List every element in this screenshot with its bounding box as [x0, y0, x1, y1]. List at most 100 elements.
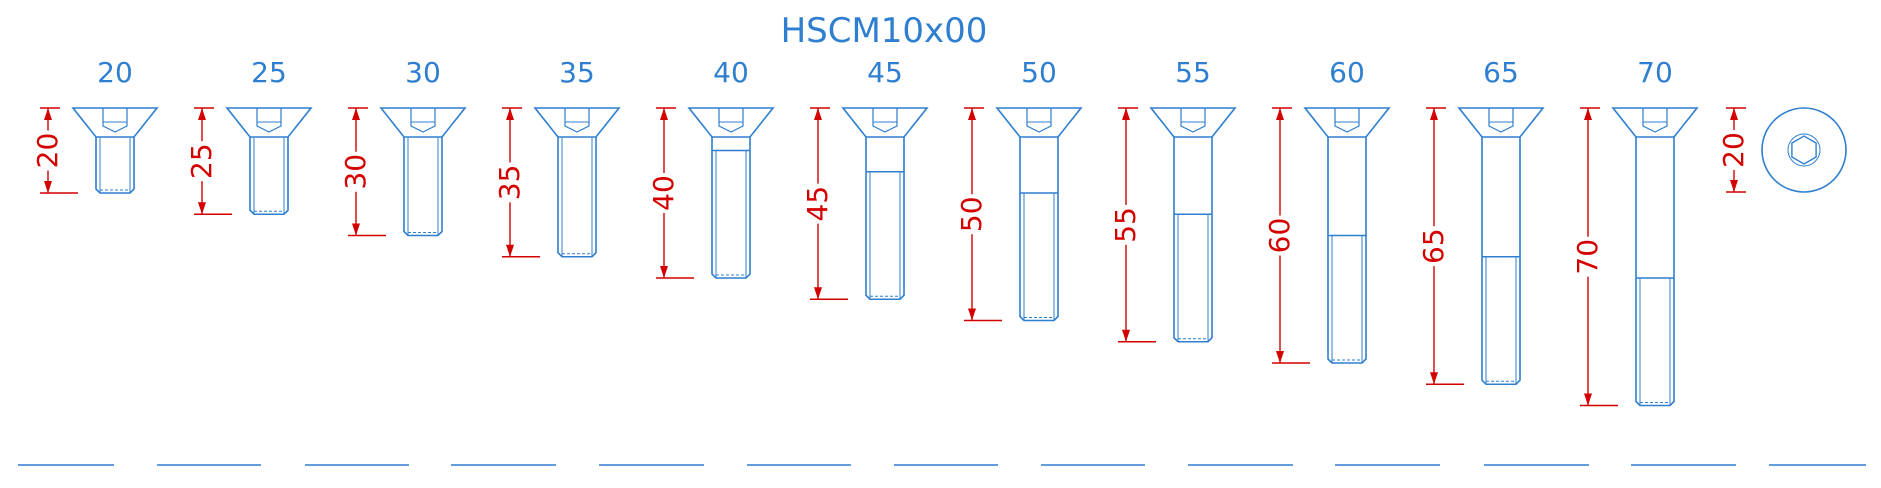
screw-50: 50 50 — [955, 56, 1083, 322]
dimension-arrow-icon — [1584, 393, 1592, 406]
screw-length-label: 25 — [251, 56, 287, 89]
dimension-30: 30 — [339, 107, 386, 237]
dimension-arrow-icon — [1584, 108, 1592, 120]
dimension-35: 35 — [493, 107, 540, 258]
dimension-label: 60 — [1263, 218, 1296, 254]
screw-length-label: 35 — [559, 56, 595, 89]
screw-shank — [1327, 137, 1367, 364]
screw-35: 35 35 — [493, 56, 621, 258]
screw-shank — [95, 137, 135, 194]
screw-65: 65 65 — [1417, 56, 1545, 386]
dimension-50: 50 — [955, 107, 1002, 322]
screw-shank — [249, 137, 289, 216]
dimension-55: 55 — [1109, 107, 1156, 343]
dimension-label: 35 — [493, 165, 526, 201]
screw-30: 30 30 — [339, 56, 467, 237]
dimension-label: 40 — [647, 175, 680, 211]
dimension-text-gap — [344, 151, 368, 192]
dimension-label: 45 — [801, 186, 834, 222]
dimension-45: 45 — [801, 107, 848, 300]
dimension-label: 25 — [185, 143, 218, 179]
screw-shank — [1019, 137, 1059, 322]
screw-length-label: 55 — [1175, 56, 1211, 89]
dimension-arrow-icon — [506, 244, 514, 257]
screw-shank — [403, 137, 443, 237]
hex-socket-icon — [1791, 135, 1817, 165]
dimension-arrow-icon — [1122, 329, 1130, 342]
dimension-arrow-icon — [352, 223, 360, 236]
dimension-arrow-icon — [1430, 108, 1438, 120]
hex-socket — [1334, 108, 1360, 133]
dimension-40: 40 — [647, 107, 694, 279]
screw-length-label: 70 — [1637, 56, 1673, 89]
screw-shank — [1173, 137, 1213, 343]
screw-length-label: 45 — [867, 56, 903, 89]
screw-55: 55 55 — [1109, 56, 1237, 343]
dimension-arrow-icon — [1122, 108, 1130, 120]
dimension-arrow-icon — [198, 108, 206, 120]
dimension-arrow-icon — [660, 108, 668, 120]
head-dimension: 20 — [1717, 107, 1750, 193]
socket-circle — [1787, 133, 1821, 167]
hex-socket — [1488, 108, 1514, 133]
dimension-label: 70 — [1571, 239, 1604, 275]
hex-socket — [1026, 108, 1052, 133]
dimension-60: 60 — [1263, 107, 1310, 364]
dimension-arrow-icon — [968, 308, 976, 321]
dimension-text-gap — [498, 162, 522, 203]
dimension-70: 70 — [1571, 107, 1618, 407]
screw-length-label: 65 — [1483, 56, 1519, 89]
screw-shank — [865, 137, 905, 301]
dimension-arrow-icon — [1276, 351, 1284, 363]
hex-socket — [872, 108, 898, 133]
dimension-arrow-icon — [352, 108, 360, 120]
screw-length-label: 60 — [1329, 56, 1365, 89]
dimension-text-gap — [1422, 226, 1446, 267]
screw-shank — [557, 137, 597, 258]
hex-socket — [1642, 108, 1668, 133]
screw-shank — [1481, 137, 1521, 386]
dimension-arrow-icon — [198, 202, 206, 215]
screw-length-label: 30 — [405, 56, 441, 89]
dimension-label: 30 — [339, 154, 372, 190]
hex-socket — [410, 108, 436, 133]
dimension-20: 20 — [31, 107, 78, 194]
dimension-arrow-icon — [1730, 108, 1738, 120]
dimension-label: 50 — [955, 196, 988, 232]
screw-60: 60 60 — [1263, 56, 1391, 364]
hex-socket — [102, 108, 128, 133]
screw-70: 70 70 — [1571, 56, 1699, 407]
screw-length-label: 40 — [713, 56, 749, 89]
head-outline-circle — [1761, 107, 1847, 193]
hex-socket — [256, 108, 282, 133]
head-top-view: 20 — [1717, 107, 1847, 193]
dimension-arrow-icon — [1276, 108, 1284, 120]
hex-socket — [1180, 108, 1206, 133]
dimension-text-gap — [960, 194, 984, 235]
dimension-label: 65 — [1417, 228, 1450, 264]
screw-length-label: 50 — [1021, 56, 1057, 89]
dimension-text-gap — [36, 130, 60, 171]
dimension-text-gap — [1722, 130, 1746, 170]
dimension-text-gap — [1576, 236, 1600, 277]
hex-socket — [718, 108, 744, 133]
dimension-text-gap — [652, 173, 676, 213]
dimension-arrow-icon — [814, 287, 822, 300]
dimension-arrow-icon — [1730, 180, 1738, 192]
dimension-label: 55 — [1109, 207, 1142, 243]
drawing-title: HSCM10x00 — [781, 11, 988, 51]
dimension-text-gap — [1114, 204, 1138, 245]
dimension-arrow-icon — [814, 108, 822, 120]
hex-socket — [564, 108, 590, 133]
dimension-65: 65 — [1417, 107, 1464, 385]
screw-length-label: 20 — [97, 56, 133, 89]
dimension-arrow-icon — [660, 266, 668, 278]
dimension-arrow-icon — [968, 108, 976, 120]
dimension-text-gap — [190, 141, 214, 182]
screw-40: 40 40 — [647, 56, 775, 279]
dimension-arrow-icon — [506, 108, 514, 120]
dimension-25: 25 — [185, 107, 232, 215]
dimension-text-gap — [1268, 215, 1292, 256]
dimension-arrow-icon — [44, 181, 52, 193]
screw-shank — [1635, 137, 1675, 407]
